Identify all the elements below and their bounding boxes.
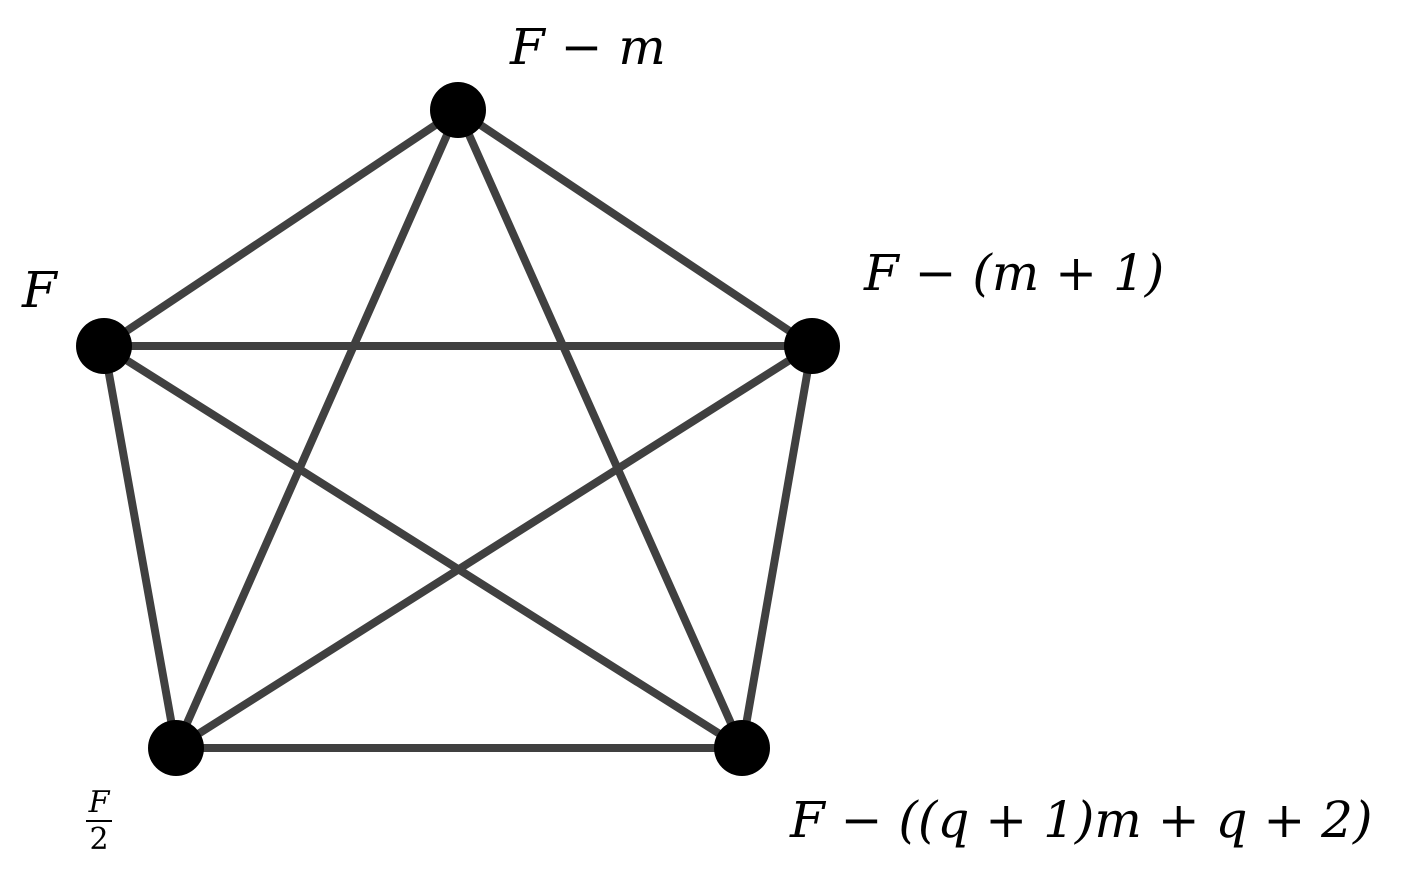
edge-top-bottom-right [454, 106, 746, 752]
node-bottom-left [148, 720, 204, 776]
edge-top-right [454, 106, 816, 350]
node-right [784, 318, 840, 374]
edge-left-bottom-left [100, 342, 180, 752]
node-label-bottom-right: F − ((q + 1)m + q + 2) [790, 791, 1373, 849]
edge-top-bottom-left [172, 106, 462, 752]
edge-top-left [100, 106, 462, 350]
node-left [76, 318, 132, 374]
edge-left-bottom-right [100, 342, 746, 752]
fraction-denominator: 2 [89, 822, 109, 857]
fraction-numerator: F [88, 785, 110, 820]
edge-right-bottom-right [738, 342, 816, 752]
fraction-bar [86, 820, 112, 822]
edges-group [100, 106, 816, 752]
edge-right-bottom-left [172, 342, 816, 752]
node-label-top: F − m [510, 18, 666, 76]
node-label-left: F [22, 261, 57, 319]
node-label-right: F − (m + 1) [864, 244, 1165, 302]
node-top [430, 82, 486, 138]
nodes-group [76, 82, 840, 776]
node-label-bottom-left: F 2 [86, 788, 112, 855]
node-bottom-right [714, 720, 770, 776]
